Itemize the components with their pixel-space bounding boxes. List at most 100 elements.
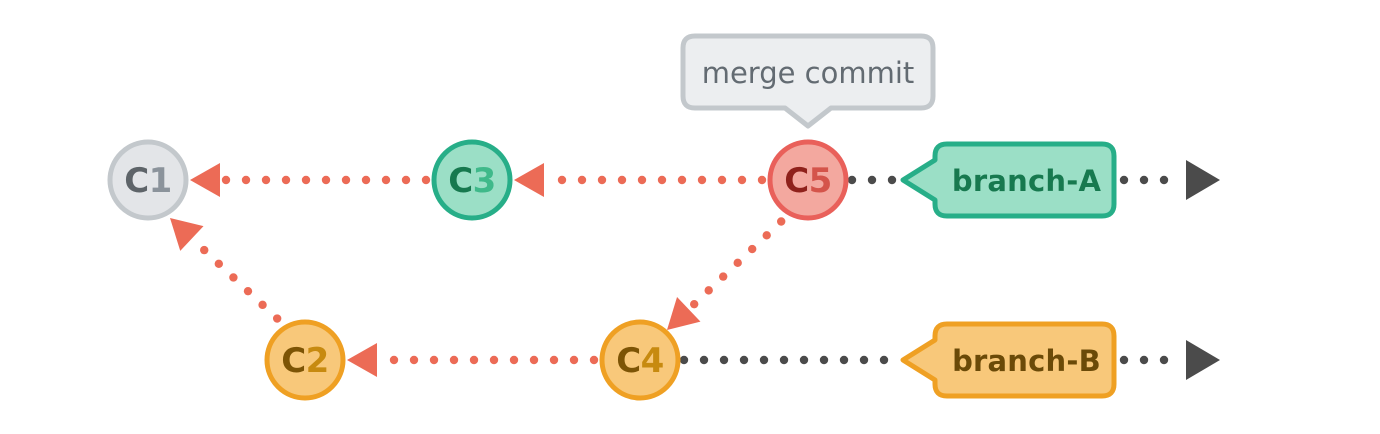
pointer-dot xyxy=(739,355,749,365)
edge-dot xyxy=(733,258,742,268)
edge-dot xyxy=(762,231,771,240)
pointer-dot xyxy=(1139,355,1149,365)
branch-labels-layer: branch-A branch-B xyxy=(900,141,1117,399)
edge-dot xyxy=(272,314,282,323)
edge-dot xyxy=(449,355,459,365)
edge-arrowhead xyxy=(190,163,220,197)
commit-circle xyxy=(767,139,849,221)
edge-dot xyxy=(469,355,479,365)
branch-label-branch-A[interactable]: branch-A xyxy=(900,141,1117,219)
commit-circle xyxy=(599,319,681,401)
pointer-line-c4-to-branch-B xyxy=(679,355,889,365)
edge-dot xyxy=(361,175,371,185)
edge-dot xyxy=(737,175,747,185)
edge-dot xyxy=(748,244,757,254)
pointer-line-c5-to-branch-A xyxy=(847,175,897,185)
commit-node-C3[interactable]: C3 xyxy=(431,139,513,221)
edge-dot xyxy=(637,175,647,185)
edge-dot xyxy=(577,175,587,185)
edge-dot xyxy=(757,175,767,185)
commit-circle xyxy=(264,319,346,401)
edge-dot xyxy=(690,299,699,309)
edge-dot xyxy=(777,217,786,226)
edge-dot xyxy=(421,175,431,185)
parent-edge-c5-to-c4 xyxy=(667,217,786,330)
parent-edge-c3-to-c1 xyxy=(190,163,431,197)
edge-dot xyxy=(697,175,707,185)
edge-dot xyxy=(509,355,519,365)
commit-node-C1[interactable]: C1 xyxy=(107,139,189,221)
edge-dot xyxy=(200,245,209,255)
edge-dot xyxy=(719,272,728,281)
edge-dot xyxy=(409,355,419,365)
edge-dot xyxy=(557,175,567,185)
pointer-dot xyxy=(799,355,809,365)
edge-dot xyxy=(569,355,579,365)
commit-id-text: C2 xyxy=(281,341,329,381)
edge-dot xyxy=(529,355,539,365)
parent-edges-layer xyxy=(170,163,786,377)
edge-dot xyxy=(301,175,311,185)
branch-tag-shape xyxy=(900,321,1117,399)
pointer-dot xyxy=(859,355,869,365)
edge-dot xyxy=(489,355,499,365)
branch-tag-shape xyxy=(900,141,1117,219)
branch-tag-text: branch-B xyxy=(952,344,1101,378)
head-arrow-B-icon xyxy=(1186,340,1220,380)
edge-dot xyxy=(243,286,253,296)
pointer-dot xyxy=(1139,175,1149,185)
pointer-dot xyxy=(867,175,877,185)
pointer-dot xyxy=(819,355,829,365)
branch-pointer-lines-layer xyxy=(679,175,1169,365)
edge-dot xyxy=(549,355,559,365)
commit-circle xyxy=(107,139,189,221)
pointer-dot xyxy=(1119,355,1129,365)
edge-dot xyxy=(261,175,271,185)
edge-dot xyxy=(704,286,713,295)
commit-node-C4[interactable]: C4 xyxy=(599,319,681,401)
edge-dot xyxy=(214,259,224,268)
pointer-dot xyxy=(887,175,897,185)
commit-id-text: C3 xyxy=(448,161,496,201)
tooltip-text: merge commit xyxy=(702,56,915,90)
branch-tag-text: branch-A xyxy=(952,164,1102,198)
edge-dot xyxy=(281,175,291,185)
edge-arrowhead xyxy=(514,163,544,197)
head-arrows-layer xyxy=(1186,160,1220,380)
commit-node-C5[interactable]: C5 xyxy=(767,139,849,221)
pointer-dot xyxy=(879,355,889,365)
edge-dot xyxy=(677,175,687,185)
tooltip-bubble-shape xyxy=(680,33,936,129)
pointer-line-branch-A-to-head xyxy=(1119,175,1169,185)
edge-dot xyxy=(321,175,331,185)
edge-dot xyxy=(341,175,351,185)
parent-edge-c4-to-c2 xyxy=(347,343,599,377)
pointer-dot xyxy=(759,355,769,365)
edge-dot xyxy=(617,175,627,185)
parent-edge-c2-to-c1 xyxy=(170,218,282,323)
branch-label-branch-B[interactable]: branch-B xyxy=(900,321,1117,399)
commit-id-text: C4 xyxy=(616,341,664,381)
pointer-line-branch-B-to-head xyxy=(1119,355,1169,365)
edge-arrowhead xyxy=(347,343,377,377)
head-arrow-A-icon xyxy=(1186,160,1220,200)
pointer-dot xyxy=(1159,355,1169,365)
edge-dot xyxy=(429,355,439,365)
edge-dot xyxy=(258,300,267,310)
parent-edge-c5-to-c3 xyxy=(514,163,767,197)
tooltip-layer: merge commit xyxy=(680,33,936,129)
edge-arrowhead xyxy=(667,297,701,330)
commit-node-C2[interactable]: C2 xyxy=(264,319,346,401)
pointer-dot xyxy=(847,175,857,185)
commit-id-text: C1 xyxy=(124,161,172,201)
edge-dot xyxy=(401,175,411,185)
pointer-dot xyxy=(699,355,709,365)
edge-dot xyxy=(657,175,667,185)
commit-circle xyxy=(431,139,513,221)
pointer-dot xyxy=(839,355,849,365)
edge-dot xyxy=(241,175,251,185)
edge-dot xyxy=(717,175,727,185)
pointer-dot xyxy=(1159,175,1169,185)
